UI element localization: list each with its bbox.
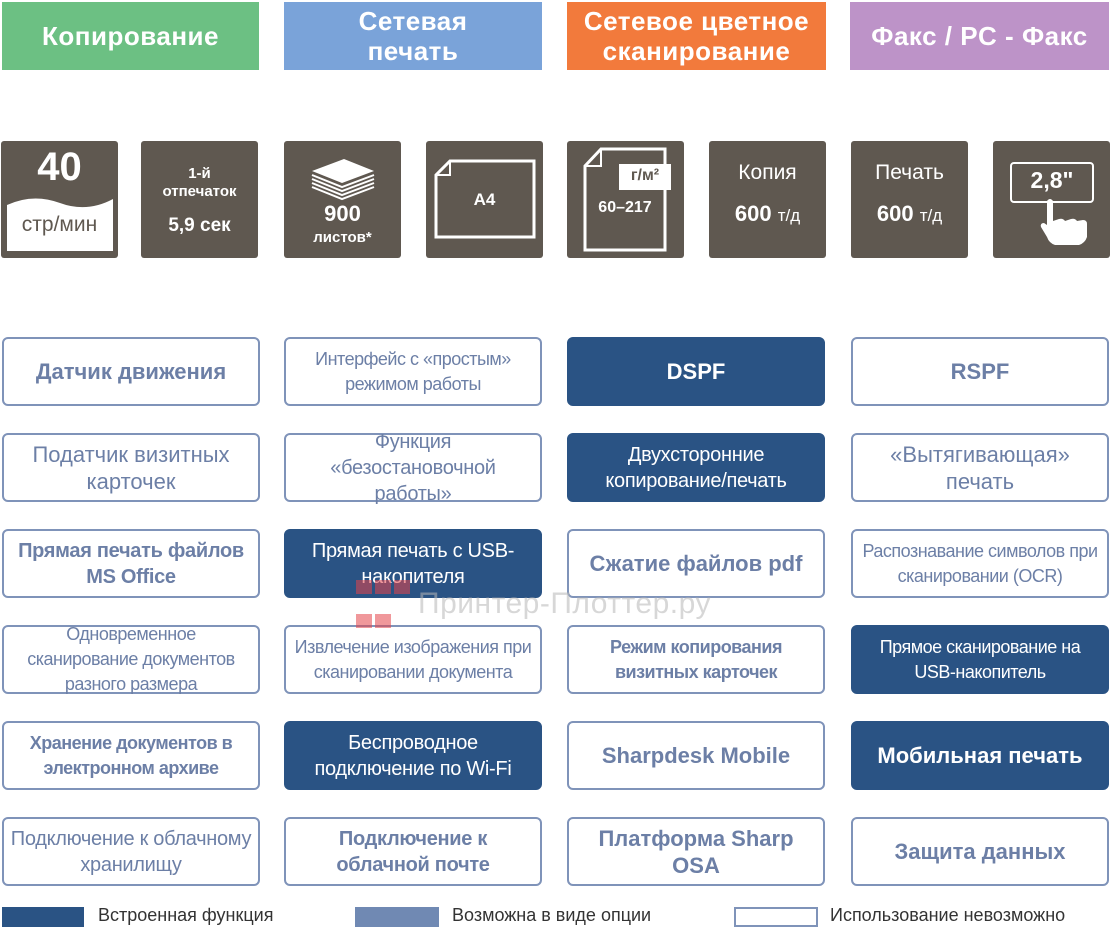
paper-stack-icon [311,159,375,201]
feature-label: Беспроводное подключение по Wi-Fi [314,731,512,780]
feature-sharpdesk-mobile: Sharpdesk Mobile [567,721,825,790]
paper-size-label: A4 [473,190,496,209]
feature-label: Прямая печать с USB-накопителя [311,539,515,588]
header-color-scan-label: Сетевое цветное сканирование [583,6,810,66]
feature-label: Прямая печать файлов MS Office [18,539,244,588]
header-color-scan: Сетевое цветное сканирование [567,2,826,70]
spec-print-resolution: Печать 600 т/д [851,141,968,258]
feature-duplex: Двухсторонние копирование/печать [567,433,825,502]
feature-label: RSPF [950,359,1010,384]
feature-label: Платформа Sharp OSA [598,825,794,878]
hand-touch-icon [1040,199,1087,245]
feature-label: Извлечение изображения при сканировании … [294,636,532,682]
header-fax-label: Факс / PC - Факс [871,21,1088,51]
first-print-line2: отпечаток [162,183,237,200]
paper-weight-icon [583,147,671,252]
feature-ocr: Распознавание символов при сканировании … [851,529,1109,598]
legend-optional-label: Возможна в виде опции [452,905,652,925]
feature-usb-scan: Прямое сканирование на USB-накопитель [851,625,1109,694]
feature-cloud-storage: Подключение к облачному хранилищу [2,817,260,886]
feature-ms-office-print: Прямая печать файлов MS Office [2,529,260,598]
paper-capacity-value: 900 [324,201,361,226]
feature-nonstop-function: Функция «безостановочной работы» [284,431,542,505]
header-fax: Факс / PC - Факс [850,2,1109,70]
paper-weight-range: 60–217 [598,199,652,216]
feature-mobile-print: Мобильная печать [851,721,1109,790]
copy-res-unit: т/д [777,206,801,225]
feature-motion-sensor: Датчик движения [2,337,260,406]
legend-optional-swatch [355,907,439,927]
header-network-print-label: Сетевая печать [358,6,468,66]
print-res-unit: т/д [919,206,943,225]
spec-paper-capacity: 900 листов* [284,141,401,258]
feature-wifi: Беспроводное подключение по Wi-Fi [284,721,542,790]
feature-simple-mode-ui: Интерфейс с «простым» режимом работы [284,337,542,406]
feature-label: Мобильная печать [877,743,1083,768]
spec-first-print: 1-й отпечаток 5,9 сек [141,141,258,258]
copy-res-row: 600 т/д [709,201,826,227]
spec-paper-weight: г/м² 60–217 [567,141,684,258]
header-copying-label: Копирование [42,21,219,51]
feature-label: Sharpdesk Mobile [601,743,791,768]
feature-pdf-compression: Сжатие файлов pdf [567,529,825,598]
paper-weight-unit: г/м² [630,167,660,184]
print-res-row: 600 т/д [851,201,968,227]
print-res-label: Печать [875,161,944,184]
header-network-print: Сетевая печать [284,2,542,70]
legend-builtin-label: Встроенная функция [98,905,274,925]
feature-e-archive: Хранение документов в электронном архиве [2,721,260,790]
first-print-line1: 1-й [188,165,211,182]
copy-res-label: Копия [738,161,797,184]
speed-unit: стр/мин [21,213,98,236]
first-print-time: 5,9 сек [168,215,231,236]
feature-label: Распознавание символов при сканировании … [862,540,1098,586]
screen-size: 2,8" [1030,167,1074,193]
feature-label: Защита данных [894,839,1066,864]
feature-label: Прямое сканирование на USB-накопитель [879,636,1081,682]
feature-pull-print: «Вытягивающая» печать [851,433,1109,502]
feature-rspf: RSPF [851,337,1109,406]
speed-wave-icon [7,198,113,251]
sheet-icon [434,159,536,239]
feature-cloud-mail: Подключение к облачной почте [284,817,542,886]
feature-data-security: Защита данных [851,817,1109,886]
feature-image-extract: Извлечение изображения при сканировании … [284,625,542,694]
feature-usb-print: Прямая печать с USB-накопителя [284,529,542,598]
legend-unavailable-swatch [734,907,818,927]
feature-label: Податчик визитных карточек [32,441,230,494]
feature-label: Интерфейс с «простым» режимом работы [315,348,511,394]
feature-label: Хранение документов в электронном архиве [29,732,233,778]
feature-label: Датчик движения [35,359,227,384]
header-copying: Копирование [2,2,259,70]
spec-paper-size: A4 [426,141,543,258]
paper-capacity-unit: листов* [313,229,372,246]
feature-label: Подключение к облачному хранилищу [10,827,252,876]
feature-business-card-feeder: Податчик визитных карточек [2,433,260,502]
feature-label: Двухсторонние копирование/печать [605,443,787,492]
legend-builtin-swatch [2,907,84,927]
spec-touchscreen: 2,8" [993,141,1110,258]
legend-unavailable-label: Использование невозможно [830,905,1066,925]
feature-label: Одновременное сканирование документов ра… [27,624,235,694]
feature-label: «Вытягивающая» печать [890,441,1070,494]
spec-copy-resolution: Копия 600 т/д [709,141,826,258]
print-res-value: 600 [876,201,914,226]
feature-label: Режим копирования визитных карточек [610,636,782,682]
speed-value: 40 [37,145,82,189]
feature-card-copy-mode: Режим копирования визитных карточек [567,625,825,694]
feature-label: DSPF [666,359,726,384]
feature-label: Подключение к облачной почте [336,827,490,876]
feature-mixed-size-scan: Одновременное сканирование документов ра… [2,624,260,694]
feature-label: Функция «безостановочной работы» [330,430,496,505]
feature-dspf: DSPF [567,337,825,406]
feature-label: Сжатие файлов pdf [589,551,803,576]
copy-res-value: 600 [734,201,772,226]
spec-speed: 40 стр/мин [1,141,118,258]
feature-sharp-osa: Платформа Sharp OSA [567,817,825,886]
